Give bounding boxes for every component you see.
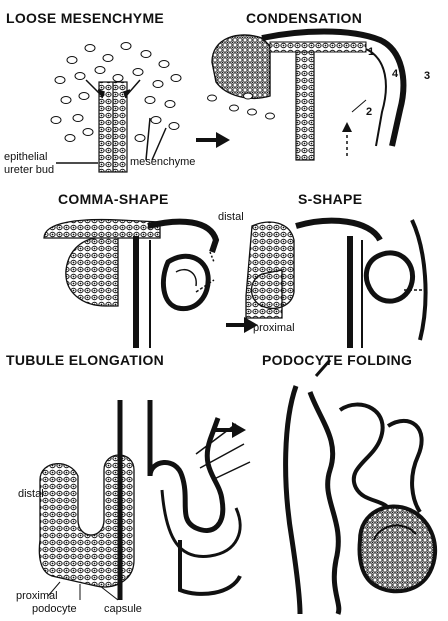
label-te-capsule: capsule	[104, 603, 142, 615]
condensation-number-4: 4	[392, 68, 398, 80]
stage-arrow-3	[214, 422, 246, 438]
label-te-distal: distal	[18, 488, 44, 500]
label-te-proximal: proximal	[16, 590, 58, 602]
panel-podocyte-folding	[286, 360, 436, 614]
label-s-distal: distal	[218, 211, 244, 223]
s-shape-body	[246, 222, 294, 318]
condensation-number-3: 3	[424, 70, 430, 82]
condensation-number-1: 1	[368, 46, 374, 58]
stage-arrow-1	[196, 132, 230, 148]
condensed-cap	[212, 35, 270, 98]
glomerulus-capsule	[360, 507, 436, 592]
condensation-ureter-branch	[262, 32, 403, 161]
panel-comma-shape	[44, 220, 216, 348]
s-shape-loop	[366, 253, 412, 301]
label-s-proximal: proximal	[253, 322, 295, 334]
s-shape-tubule	[296, 221, 380, 240]
comma-vesicle	[163, 256, 208, 308]
comma-cap	[44, 220, 160, 306]
folding-collecting-duct	[286, 386, 300, 614]
condensation-number-2: 2	[366, 106, 372, 118]
label-te-podocyte: podocyte	[32, 603, 77, 615]
